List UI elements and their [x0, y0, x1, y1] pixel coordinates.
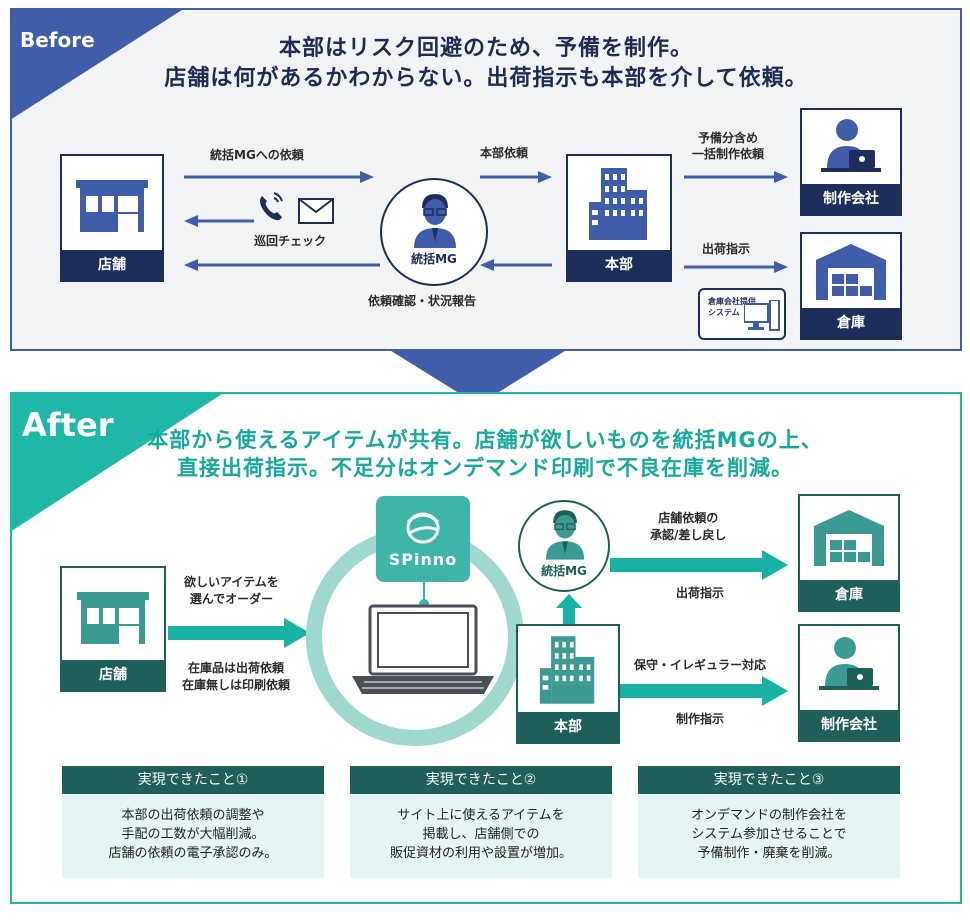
before-tag-triangle: [10, 8, 185, 120]
before-store-label: 店舗: [62, 250, 162, 280]
after-approve-label: 店舗依頼の 承認/差し戻し: [650, 510, 726, 544]
achievement-card-body: サイト上に使えるアイテムを 掲載し、店舗側での 販促資材の利用や設置が増加。: [350, 794, 612, 878]
before-arrow-mg-to-hq: [480, 171, 552, 183]
before-spare-line-2: 一括制作依頼: [692, 147, 765, 161]
after-ship-label: 出荷指示: [676, 586, 725, 600]
after-order-line-2: 選んでオーダー: [189, 592, 274, 606]
after-order-label: 欲しいアイテムを 選んでオーダー: [184, 574, 279, 608]
after-approve-line-2: 承認/差し戻し: [650, 528, 727, 542]
achievement-card-3: 実現できたこと③ オンデマンドの制作会社を システム参加させることで 予備制作・…: [638, 766, 900, 878]
before-panel: Before 本部はリスク回避のため、予備を制作。 店舗は何があるかわからない。…: [10, 8, 962, 351]
after-headline-2: 直接出荷指示。不足分はオンデマンド印刷で不良在庫を削減。: [177, 456, 793, 480]
after-arrow-hq-to-mg: [556, 594, 582, 630]
after-headline-1: 本部から使えるアイテムが共有。店舗が欲しいものを統括MGの上、: [147, 428, 823, 452]
before-headline-2: 店舗は何があるかわからない。出荷指示も本部を介して依頼。: [164, 66, 808, 91]
after-store-box: 店舗: [60, 566, 166, 692]
spinno-logo-tile: SPinno: [376, 496, 470, 582]
before-arrow-store-to-mg: [184, 171, 374, 183]
before-maker-label: 制作会社: [802, 184, 900, 214]
before-mg-label: 統括MG: [411, 252, 457, 266]
achievement-line: サイト上に使えるアイテムを: [397, 808, 565, 823]
warehouse-icon: [814, 510, 884, 566]
achievement-card-2: 実現できたこと② サイト上に使えるアイテムを 掲載し、店舗側での 販促資材の利用…: [350, 766, 612, 878]
before-system-line-1: 倉庫会社提供: [708, 297, 756, 306]
after-stock-line-2: 在庫無しは印刷依頼: [182, 678, 291, 692]
after-warehouse-box: 倉庫: [798, 494, 900, 612]
spinno-label: SPinno: [388, 550, 458, 569]
after-store-label: 店舗: [62, 660, 164, 690]
before-arrow-hq-to-warehouse: [684, 261, 788, 273]
before-arrow-hq-to-maker: [684, 171, 788, 183]
before-system-line-2: システム: [708, 308, 740, 317]
achievement-line: 販促資材の利用や設置が増加。: [389, 846, 572, 861]
before-maker-box: 制作会社: [800, 108, 902, 216]
achievement-line: 予備制作・廃棄を削減。: [697, 846, 841, 861]
before-spare-line-1: 予備分含め: [698, 131, 759, 145]
spinno-logo-icon: [406, 512, 440, 544]
achievement-line: 本部の出荷依頼の調整や: [121, 808, 265, 823]
achievement-line: オンデマンドの制作会社を: [690, 808, 847, 823]
before-hq-request-label: 本部依頼: [480, 146, 529, 160]
before-spare-label: 予備分含め 一括制作依頼: [692, 130, 764, 162]
after-approve-line-1: 店舗依頼の: [658, 511, 719, 525]
before-to-after-arrow-icon: [388, 349, 568, 405]
before-hq-box: 本部: [566, 154, 672, 282]
after-tag-label: After: [22, 406, 114, 444]
before-store-box: 店舗: [60, 154, 164, 282]
after-hq-label: 本部: [518, 712, 618, 742]
laptop-icon: [352, 604, 494, 694]
before-arrow-mg-to-store: [184, 259, 380, 271]
store-icon: [77, 592, 149, 644]
before-arrow-hq-to-mg: [480, 259, 552, 271]
before-warehouse-system-box: 倉庫会社提供 システム: [698, 288, 786, 340]
store-icon: [76, 180, 148, 232]
after-arrow-hq-to-maker: [620, 676, 788, 706]
before-tag-label: Before: [20, 28, 95, 52]
after-tag-triangle: [10, 392, 225, 532]
before-mg-circle: 統括MG: [380, 178, 488, 286]
before-patrol-label: 巡回チェック: [254, 234, 327, 248]
manager-icon: [414, 194, 456, 248]
mail-icon: [298, 198, 334, 224]
before-arrow-patrol: [184, 215, 254, 227]
worker-at-laptop-icon: [819, 637, 879, 690]
achievement-line: 掲載し、店舗側での: [422, 827, 540, 842]
after-arrow-store-to-spinno: [168, 618, 310, 648]
before-warehouse-label: 倉庫: [802, 308, 900, 338]
after-warehouse-label: 倉庫: [800, 580, 898, 610]
after-stock-line-1: 在庫品は出荷依頼: [188, 661, 285, 675]
achievement-card-body: 本部の出荷依頼の調整や 手配の工数が大幅削減。 店舗の依頼の電子承認のみ。: [62, 794, 324, 878]
achievement-card-title: 実現できたこと②: [350, 766, 612, 794]
after-stock-label: 在庫品は出荷依頼 在庫無しは印刷依頼: [182, 660, 290, 694]
warehouse-icon: [816, 244, 886, 300]
achievement-card-1: 実現できたこと① 本部の出荷依頼の調整や 手配の工数が大幅削減。 店舗の依頼の電…: [62, 766, 324, 878]
before-ship-label: 出荷指示: [702, 242, 751, 256]
after-arrow-mg-to-warehouse: [610, 550, 788, 580]
after-maker-box: 制作会社: [798, 624, 900, 742]
achievement-line: 手配の工数が大幅削減。: [121, 827, 265, 842]
before-hq-label: 本部: [568, 250, 670, 280]
after-maintenance-label: 保守・イレギュラー対応: [634, 658, 767, 672]
building-icon: [539, 636, 595, 704]
after-hq-box: 本部: [516, 624, 620, 744]
before-headline-1: 本部はリスク回避のため、予備を制作。: [278, 36, 693, 61]
before-request-mg-label: 統括MGへの依頼: [210, 148, 304, 162]
building-icon: [589, 168, 647, 240]
achievement-card-title: 実現できたこと③: [638, 766, 900, 794]
achievement-card-body: オンデマンドの制作会社を システム参加させることで 予備制作・廃棄を削減。: [638, 794, 900, 878]
achievement-line: システム参加させることで: [691, 827, 847, 842]
before-confirm-report-label: 依頼確認・状況報告: [368, 294, 477, 308]
after-mg-label: 統括MG: [541, 564, 587, 578]
after-mg-circle: 統括MG: [518, 500, 610, 592]
worker-at-laptop-icon: [821, 119, 881, 172]
after-order-line-1: 欲しいアイテムを: [184, 575, 279, 589]
manager-icon: [545, 510, 585, 560]
achievement-card-title: 実現できたこと①: [62, 766, 324, 794]
achievement-line: 店舗の依頼の電子承認のみ。: [108, 846, 278, 861]
before-warehouse-box: 倉庫: [800, 232, 902, 340]
after-production-label: 制作指示: [676, 712, 725, 726]
phone-icon: [260, 192, 283, 221]
after-maker-label: 制作会社: [800, 710, 898, 740]
computer-icon: [744, 300, 780, 331]
